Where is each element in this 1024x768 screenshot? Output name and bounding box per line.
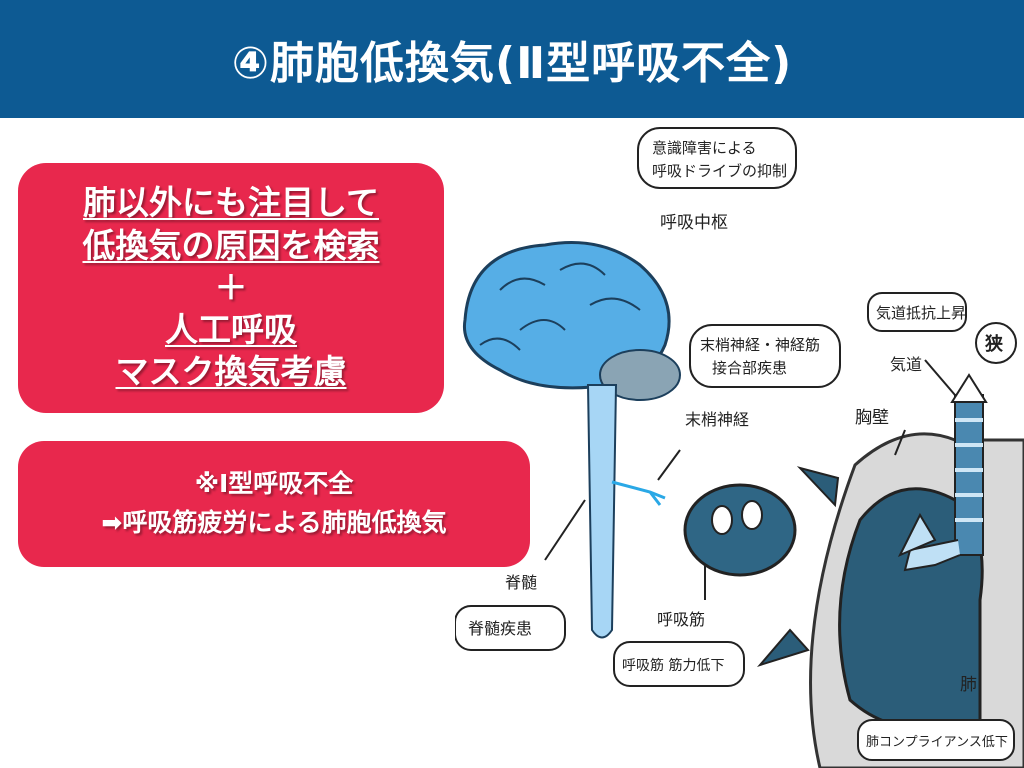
narrow-badge: 狭 — [984, 333, 1004, 355]
label-chestwall: 胸壁 — [855, 408, 889, 428]
central-bubble-line-2: 呼吸ドライブの抑制 — [652, 162, 787, 180]
recommendation-box: 肺以外にも注目して 低換気の原因を検索 ＋ 人工呼吸 マスク換気考慮 — [18, 163, 444, 413]
cerebellum-shape — [599, 349, 681, 401]
type1-note-box: ※Ⅰ型呼吸不全 ➡呼吸筋疲労による肺胞低換気 — [18, 441, 530, 567]
lung-bubble-text: 肺コンプライアンス低下 — [866, 735, 1008, 750]
rec-line-2: 低換気の原因を検索 — [82, 225, 380, 265]
label-central: 呼吸中枢 — [660, 213, 728, 233]
nerve-bubble-text: 末梢神経・神経筋 接合部疾患 — [700, 336, 825, 377]
label-nerve: 末梢神経 — [685, 410, 749, 429]
arrow-up-shape — [796, 466, 840, 508]
note-line-2: ➡呼吸筋疲労による肺胞低換気 — [101, 508, 447, 537]
rec-line-1: 肺以外にも注目して — [82, 183, 379, 223]
rec-line-5: マスク換気考慮 — [115, 352, 347, 392]
nerve-line — [611, 480, 666, 506]
spinal-bubble-text: 脊髄疾患 — [468, 619, 532, 638]
bronchus-shape — [903, 539, 961, 572]
label-airway: 気道 — [890, 355, 922, 374]
label-spinal: 脊髄 — [505, 573, 537, 592]
airway-bubble-text: 気道抵抗上昇 — [876, 304, 966, 322]
arrow-up-right-shape — [897, 512, 937, 557]
label-muscle: 呼吸筋 — [657, 610, 705, 629]
note-line-1: ※Ⅰ型呼吸不全 — [194, 469, 354, 499]
title-bar: ④肺胞低換気(Ⅱ型呼吸不全) — [0, 0, 1024, 118]
airway-narrowing-shape — [950, 373, 988, 403]
nerve-bubble-line-1: 末梢神経・神経筋 — [700, 336, 820, 354]
respiratory-illustration: 意識障害による 呼吸ドライブの抑制 呼吸中枢 気道抵抗上昇 気道 狭 末梢神経・… — [455, 127, 1024, 768]
brain-shape — [462, 241, 671, 390]
label-lung: 肺 — [960, 675, 977, 695]
arrow-left-shape — [756, 628, 810, 667]
respiratory-muscle-shape — [683, 483, 797, 577]
spinal-cord-shape — [586, 384, 618, 639]
slide-title: ④肺胞低換気(Ⅱ型呼吸不全) — [231, 38, 793, 89]
nerve-bubble-line-2: 接合部疾患 — [712, 359, 787, 377]
plus-sign: ＋ — [214, 267, 248, 307]
rec-line-4: 人工呼吸 — [165, 310, 297, 350]
central-bubble-line-1: 意識障害による — [652, 139, 757, 157]
muscle-bubble-text: 呼吸筋 筋力低下 — [622, 657, 724, 674]
central-bubble-text: 意識障害による 呼吸ドライブの抑制 — [652, 139, 787, 180]
